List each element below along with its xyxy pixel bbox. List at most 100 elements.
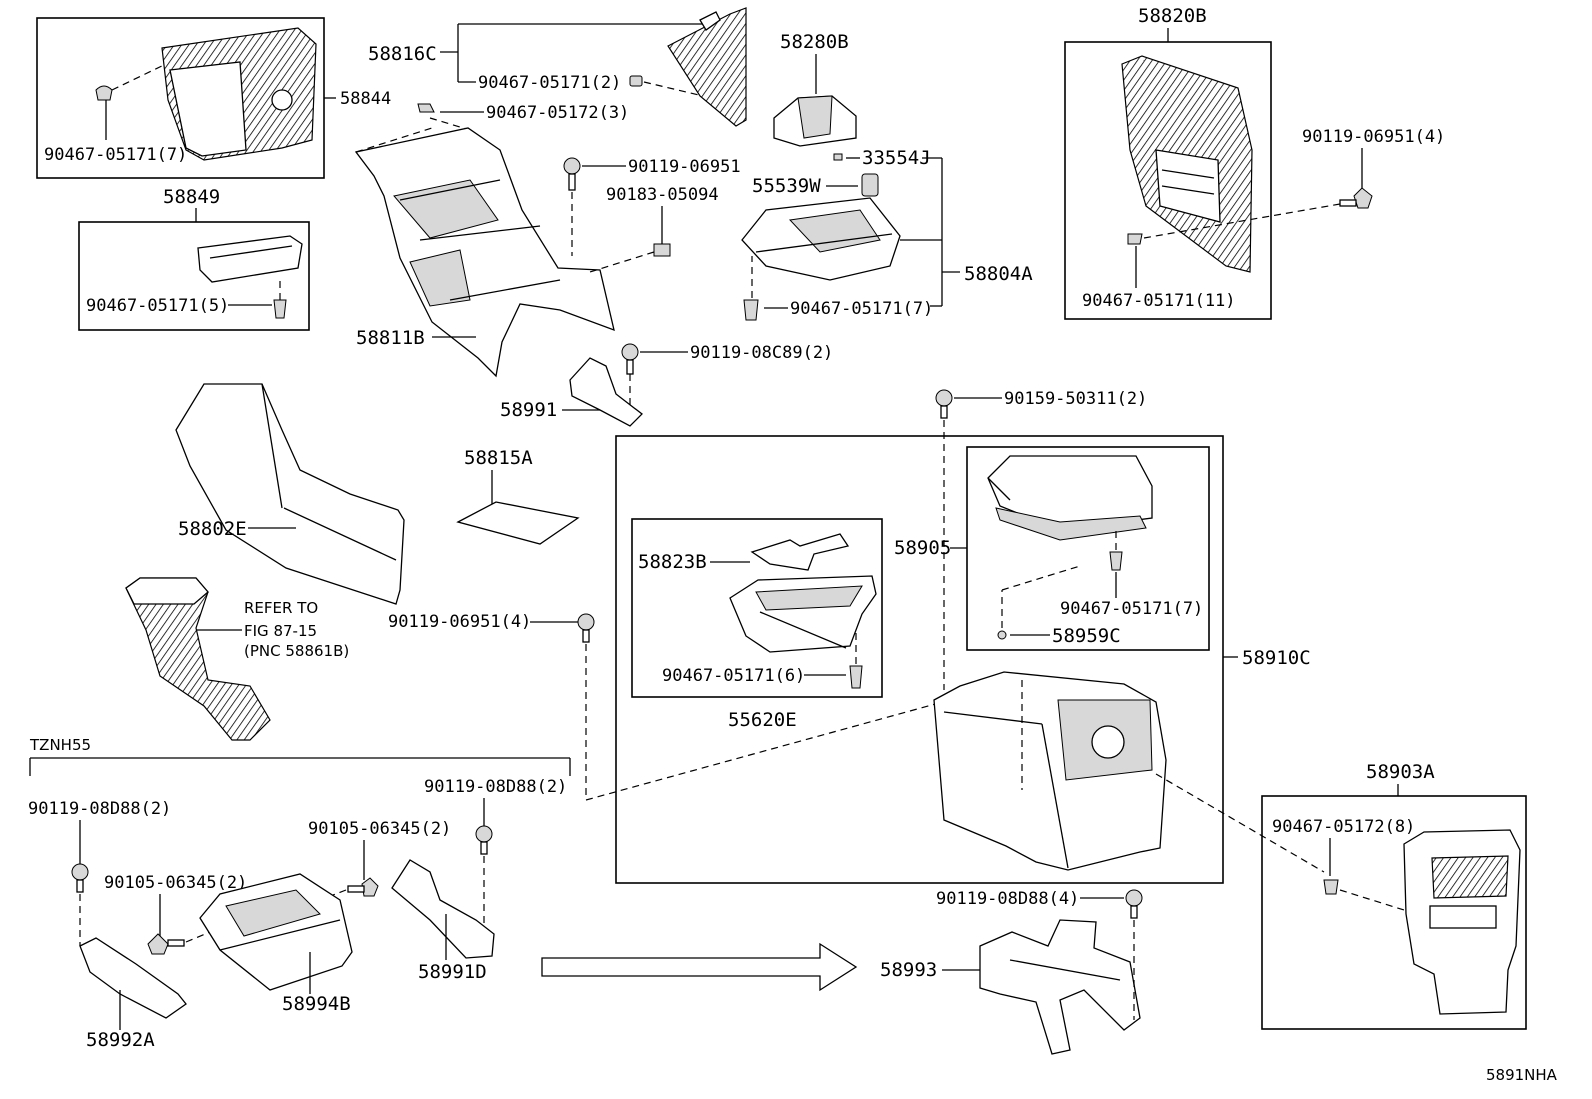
group-58815A: 58815A	[456, 447, 580, 545]
rear-vent-panel-58903A-part	[1403, 829, 1521, 1015]
clip-icon	[653, 243, 671, 257]
callout-box-58903A	[1261, 795, 1527, 1030]
label-58991D: 58991D	[418, 961, 487, 983]
group-58844: 58844 90467-05171(7)	[36, 17, 391, 179]
label-90119-08D88-4: 90119-08D88(4)	[936, 889, 1079, 909]
console-bracket-58811B-part	[354, 127, 615, 378]
label-90119-06951-4-a: 90119-06951(4)	[1302, 127, 1445, 147]
label-90119-08C89-2: 90119-08C89(2)	[690, 343, 833, 363]
group-58280B: 58280B	[773, 31, 857, 147]
shift-boot-58280B-part	[773, 95, 857, 147]
clip-icon	[1323, 879, 1339, 895]
bolt-icon	[621, 343, 639, 375]
clip-icon	[273, 299, 287, 319]
clip-icon	[417, 103, 435, 113]
trim-panel-58816C-part	[667, 7, 747, 127]
label-58993: 58993	[880, 959, 937, 981]
bolt-icon	[475, 825, 493, 855]
bolt-icon	[1339, 187, 1373, 209]
label-90105-06345-2-a: 90105-06345(2)	[104, 873, 247, 893]
group-refer-duct: REFER TO FIG 87-15 (PNC 58861B)	[125, 577, 349, 741]
bracket-58991D-part	[391, 859, 495, 959]
bracket-58992A-part	[79, 937, 187, 1019]
bracket-58993-part	[979, 919, 1141, 1055]
label-90467-05171-7-c: 90467-05171(7)	[1060, 599, 1203, 619]
label-90467-05171-7-b: 90467-05171(7)	[790, 299, 933, 319]
label-58991: 58991	[500, 399, 557, 421]
bolt-icon	[147, 933, 185, 955]
group-58804A: 33554J 55539W 58804A 90467-05171(7)	[741, 147, 1033, 321]
label-58910C: 58910C	[1242, 647, 1311, 669]
group-58849: 58849 90467-05171(5)	[78, 186, 310, 331]
armrest-lid-58905-part	[987, 455, 1153, 541]
clip-icon	[861, 173, 879, 197]
label-58959C: 58959C	[1052, 625, 1121, 647]
label-58903A: 58903A	[1366, 761, 1435, 783]
label-58811B: 58811B	[356, 327, 425, 349]
label-58905: 58905	[894, 537, 951, 559]
label-90467-05171-5: 90467-05171(5)	[86, 296, 229, 316]
group-58991: 58991 90119-08C89(2)	[500, 343, 833, 427]
diagram-code: 5891NHA	[1486, 1066, 1558, 1084]
label-58992A: 58992A	[86, 1029, 155, 1051]
shift-panel-58804A-part	[741, 197, 901, 281]
group-90119-06951-4-b: 90119-06951(4)	[388, 612, 951, 801]
clip-icon	[849, 665, 863, 689]
group-90119-06951: 90119-06951	[563, 157, 741, 256]
label-90467-05171-6: 90467-05171(6)	[662, 666, 805, 686]
label-55620E: 55620E	[728, 709, 797, 731]
clip-icon	[95, 85, 113, 101]
group-58993: 58993 90119-08D88(4)	[880, 889, 1143, 1055]
group-58903A: 58903A 90467-05172(8)	[1261, 761, 1527, 1030]
duct-part	[125, 577, 271, 741]
bracket-58991-part	[569, 357, 643, 427]
cup-holder-55620E-part	[729, 575, 877, 653]
bolt-icon	[935, 389, 953, 419]
group-58811B: 58811B	[354, 127, 615, 378]
bolt-icon	[1125, 889, 1143, 919]
group-58802E: 58802E	[175, 383, 405, 605]
group-58816C: 58816C 90467-05171(2)	[368, 7, 747, 127]
clip-icon	[833, 153, 843, 161]
trim-panel-58820B-part	[1121, 55, 1253, 273]
callout-box-58849	[78, 221, 310, 331]
refer-text-line-3: (PNC 58861B)	[244, 642, 349, 660]
label-58844: 58844	[340, 89, 391, 109]
label-90105-06345-2-b: 90105-06345(2)	[308, 819, 451, 839]
callout-box-55620E	[631, 518, 883, 698]
bracket-58994B-part	[199, 873, 353, 991]
console-box-58910C-part	[933, 671, 1167, 871]
screw-icon	[997, 630, 1007, 640]
label-90119-08D88-2-a: 90119-08D88(2)	[28, 799, 171, 819]
label-58804A: 58804A	[964, 263, 1033, 285]
label-58816C: 58816C	[368, 43, 437, 65]
refer-text-line-2: FIG 87-15	[244, 622, 317, 640]
refer-text-line-1: REFER TO	[244, 599, 318, 617]
label-58802E: 58802E	[178, 518, 247, 540]
label-58823B: 58823B	[638, 551, 707, 573]
label-90467-05171-7-a: 90467-05171(7)	[44, 145, 187, 165]
group-TZNH55: TZNH55 90119-08D88(2) 58992A 90105-06345…	[28, 736, 571, 1051]
mat-58823B-part	[750, 533, 850, 571]
bracket-58849-part	[197, 235, 303, 283]
label-58280B: 58280B	[780, 31, 849, 53]
variant-label: TZNH55	[29, 736, 91, 754]
label-58820B: 58820B	[1138, 5, 1207, 27]
side-panel-58802E-part	[175, 383, 405, 605]
callout-box-58820B	[1064, 41, 1272, 320]
label-90159-50311-2: 90159-50311(2)	[1004, 389, 1147, 409]
clip-icon	[1127, 233, 1143, 245]
group-58820B: 58820B 90467-05171(11) 90119-06951(4)	[1064, 5, 1445, 320]
bezel-58844-part	[161, 27, 317, 161]
bolt-icon	[347, 877, 379, 897]
group-58910C: 58910C 90159-50311(2) 58823B 90467-05171…	[615, 389, 1325, 884]
bolt-icon	[577, 613, 595, 643]
label-90467-05172-3: 90467-05172(3)	[486, 103, 629, 123]
label-90467-05172-8: 90467-05172(8)	[1272, 817, 1415, 837]
clip-icon	[743, 299, 759, 321]
clip-icon	[629, 75, 643, 87]
label-58815A: 58815A	[464, 447, 533, 469]
group-90183-05094: 90183-05094	[589, 185, 719, 273]
label-90119-06951-4-b: 90119-06951(4)	[388, 612, 531, 632]
